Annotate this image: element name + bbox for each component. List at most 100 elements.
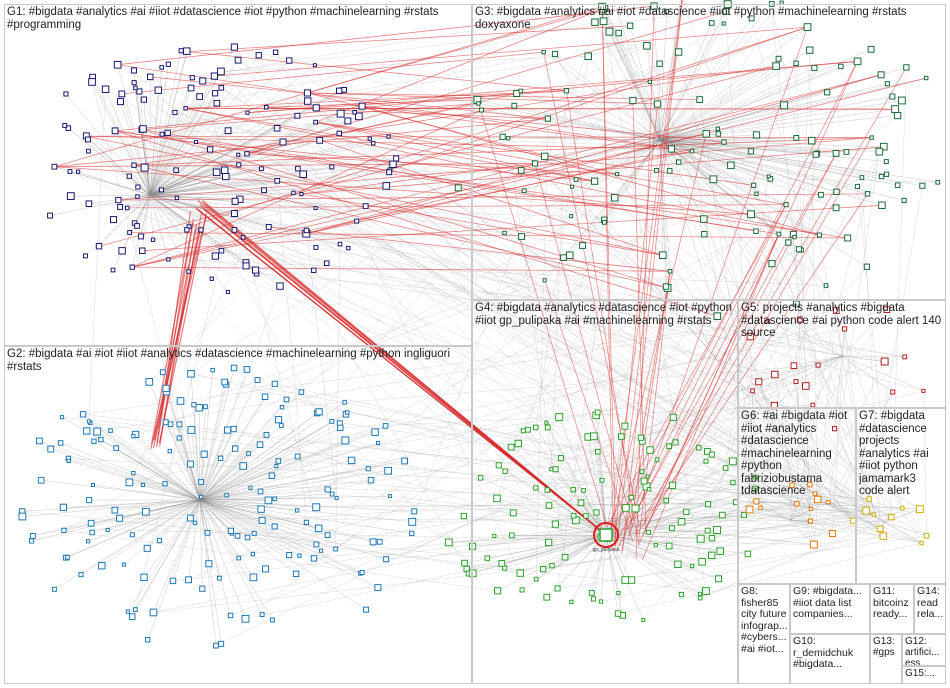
node-g2[interactable] xyxy=(140,482,145,487)
node-g2[interactable] xyxy=(408,517,417,526)
node-g3[interactable] xyxy=(676,159,682,165)
node-g2[interactable] xyxy=(232,445,239,452)
node-g4[interactable] xyxy=(631,504,640,513)
node-g5[interactable] xyxy=(793,379,799,385)
node-g3[interactable] xyxy=(667,269,673,274)
node-g4[interactable] xyxy=(697,595,703,601)
node-g4[interactable] xyxy=(484,555,491,561)
node-g2[interactable] xyxy=(187,370,195,378)
node-g1[interactable] xyxy=(86,148,91,154)
node-g2[interactable] xyxy=(142,507,150,516)
node-g2[interactable] xyxy=(65,554,70,560)
node-g2[interactable] xyxy=(258,516,266,524)
node-g2[interactable] xyxy=(224,492,229,498)
node-g1[interactable] xyxy=(299,192,304,197)
node-g2[interactable] xyxy=(383,556,390,563)
node-g2[interactable] xyxy=(243,366,251,373)
node-g1[interactable] xyxy=(62,123,68,128)
node-g4[interactable] xyxy=(493,494,501,503)
node-g1[interactable] xyxy=(255,52,262,59)
node-g1[interactable] xyxy=(130,67,137,74)
node-g4[interactable] xyxy=(557,455,564,462)
node-g4[interactable] xyxy=(703,458,709,464)
node-g2[interactable] xyxy=(324,532,331,539)
node-g5[interactable] xyxy=(750,388,755,394)
node-g4[interactable] xyxy=(544,487,550,493)
node-g3[interactable] xyxy=(611,194,619,202)
node-g1[interactable] xyxy=(367,136,372,141)
node-g2[interactable] xyxy=(210,367,215,373)
node-g2[interactable] xyxy=(28,538,35,544)
node-g4[interactable] xyxy=(569,599,574,605)
node-g1[interactable] xyxy=(183,47,191,55)
node-g1[interactable] xyxy=(230,43,239,51)
node-g2[interactable] xyxy=(145,637,151,643)
node-g3[interactable] xyxy=(889,93,896,100)
node-g1[interactable] xyxy=(272,49,279,55)
node-g1[interactable] xyxy=(117,204,123,210)
node-g2[interactable] xyxy=(268,472,276,479)
node-g2[interactable] xyxy=(149,608,158,617)
node-g3[interactable] xyxy=(823,283,829,288)
node-g2[interactable] xyxy=(251,530,257,536)
node-g3[interactable] xyxy=(783,202,789,208)
node-g4[interactable] xyxy=(690,563,695,569)
node-g1[interactable] xyxy=(131,162,137,168)
node-g3[interactable] xyxy=(715,131,722,137)
node-g3[interactable] xyxy=(599,9,605,15)
node-g4[interactable] xyxy=(554,585,561,592)
node-g3[interactable] xyxy=(499,133,506,140)
node-g3[interactable] xyxy=(662,283,670,290)
node-g4[interactable] xyxy=(683,508,690,516)
node-g1[interactable] xyxy=(194,139,199,144)
node-g4[interactable] xyxy=(646,529,651,535)
node-g3[interactable] xyxy=(721,139,727,145)
node-g1[interactable] xyxy=(299,170,307,178)
node-g3[interactable] xyxy=(615,29,622,37)
node-g6[interactable] xyxy=(826,500,831,505)
node-g6[interactable] xyxy=(808,518,814,524)
node-g2[interactable] xyxy=(234,533,241,539)
node-g4[interactable] xyxy=(533,485,539,491)
node-g2[interactable] xyxy=(272,496,278,502)
node-g1[interactable] xyxy=(389,160,397,169)
node-g3[interactable] xyxy=(517,167,525,174)
node-g1[interactable] xyxy=(304,97,312,105)
node-g1[interactable] xyxy=(329,164,335,170)
node-g1[interactable] xyxy=(231,210,238,218)
node-g3[interactable] xyxy=(709,175,718,184)
node-g4[interactable] xyxy=(751,485,758,492)
node-g1[interactable] xyxy=(207,146,214,153)
node-g3[interactable] xyxy=(727,161,735,170)
node-g2[interactable] xyxy=(324,486,331,493)
node-g3[interactable] xyxy=(754,191,759,196)
node-g1[interactable] xyxy=(313,206,318,211)
node-g1[interactable] xyxy=(159,131,165,137)
node-g5[interactable] xyxy=(765,319,771,324)
node-g1[interactable] xyxy=(184,227,190,233)
node-g2[interactable] xyxy=(345,410,350,415)
node-g2[interactable] xyxy=(315,408,323,416)
node-g1[interactable] xyxy=(134,223,140,229)
node-g2[interactable] xyxy=(105,528,110,533)
node-g5[interactable] xyxy=(810,402,816,408)
node-g1[interactable] xyxy=(95,243,103,250)
node-g4[interactable] xyxy=(677,518,686,526)
node-g2[interactable] xyxy=(347,456,356,465)
node-g3[interactable] xyxy=(752,131,761,139)
node-g4[interactable] xyxy=(663,497,670,504)
node-g3[interactable] xyxy=(721,21,726,26)
group-panel-g14[interactable]: G14: read rela... xyxy=(914,584,946,634)
node-g3[interactable] xyxy=(793,300,800,308)
node-g2[interactable] xyxy=(217,455,224,462)
node-g4[interactable] xyxy=(595,448,601,455)
node-g4[interactable] xyxy=(598,599,604,604)
node-g1[interactable] xyxy=(47,212,53,219)
node-g1[interactable] xyxy=(336,109,345,118)
node-g3[interactable] xyxy=(476,101,481,106)
node-g7[interactable] xyxy=(879,532,888,541)
node-g3[interactable] xyxy=(573,177,579,182)
group-panel-g4[interactable]: G4: #bigdata #analytics #datascience #io… xyxy=(472,300,738,684)
node-g1[interactable] xyxy=(125,205,130,211)
node-g2[interactable] xyxy=(297,553,302,558)
